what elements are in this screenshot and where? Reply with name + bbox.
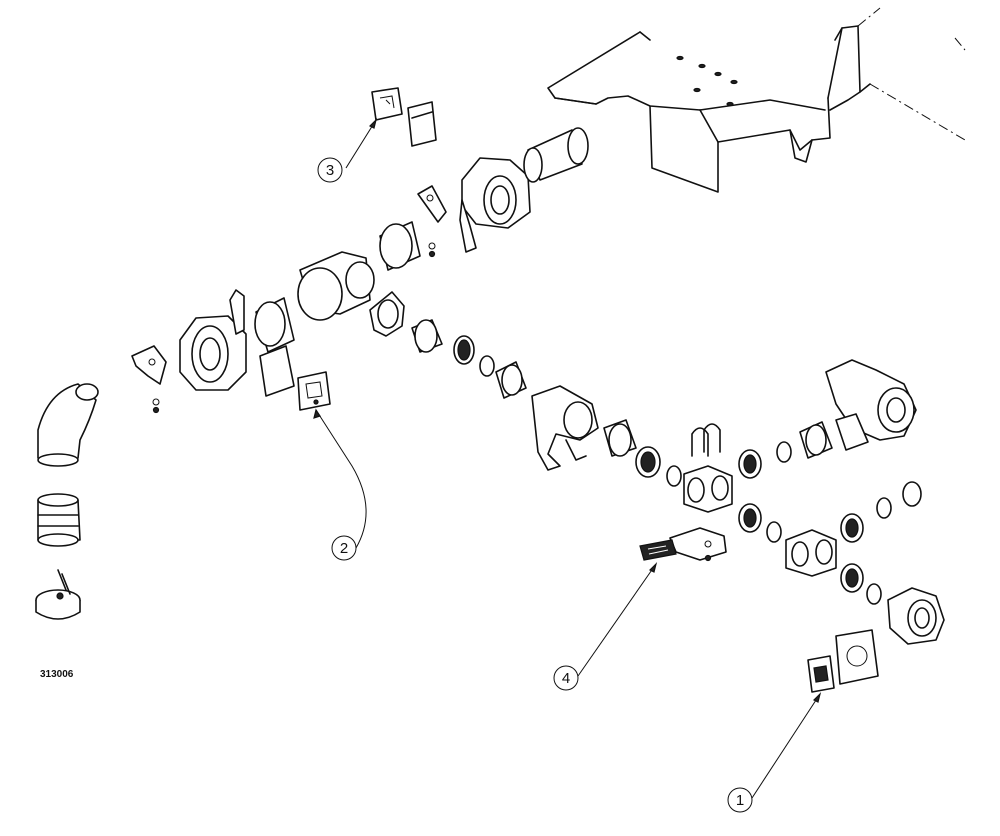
machine-frame <box>547 7 966 193</box>
pipe-saddle-upper <box>683 465 733 513</box>
hose-elbow <box>37 383 99 467</box>
camlock-coupling-4 <box>799 421 833 459</box>
decal-4 <box>639 539 677 561</box>
gasket-7 <box>866 583 882 605</box>
hose-clamp-4 <box>738 503 762 533</box>
callout-1-label: 1 <box>736 792 744 809</box>
mount-bracket-upper <box>417 185 447 223</box>
decal-3 <box>371 87 403 121</box>
mount-bracket-lower <box>669 527 727 562</box>
ball-valve-upper <box>459 157 531 253</box>
callout-4-group: 4 <box>553 562 658 691</box>
flange-plate <box>835 629 879 685</box>
valve-bracket-upper <box>407 101 437 147</box>
pipe-nipple <box>379 221 421 271</box>
gasket-4 <box>766 521 782 543</box>
decal-2 <box>297 371 331 411</box>
u-bolt <box>691 423 721 457</box>
callout-3-group: 3 <box>317 118 378 183</box>
hose-clamp-1 <box>453 335 475 365</box>
coupling-left <box>254 297 295 353</box>
callout-4-label: 4 <box>562 670 570 687</box>
hose-clamp-6 <box>840 563 864 593</box>
hose-clamp-left <box>35 569 81 620</box>
callout-1-group: 1 <box>727 692 822 813</box>
valve-body-right <box>825 359 917 451</box>
hose-clamp-5 <box>840 513 864 543</box>
gasket-6 <box>902 481 922 507</box>
gasket-5 <box>876 497 892 519</box>
flange-valve-lower <box>887 587 945 645</box>
hose-clamp-3 <box>738 449 762 479</box>
callout-1-circle <box>727 787 753 813</box>
gasket-1 <box>479 355 495 377</box>
callout-2-label: 2 <box>340 540 348 557</box>
figure-number: 313006 <box>40 669 74 680</box>
valve-bracket-left <box>259 345 295 397</box>
decal-1 <box>807 655 835 693</box>
gasket-2 <box>666 465 682 487</box>
y-strainer <box>531 385 599 471</box>
mount-bracket-left <box>131 345 167 385</box>
pipe-saddle-lower <box>785 529 837 577</box>
callout-2-group: 2 <box>313 408 367 561</box>
hose-clamp-2 <box>635 446 661 478</box>
reducer-bushing <box>369 291 405 337</box>
callout-3-circle <box>317 157 343 183</box>
callout-2-circle <box>331 535 357 561</box>
camlock-coupling-1 <box>411 319 443 353</box>
pipe-tee <box>297 251 375 321</box>
callout-4-circle <box>553 665 579 691</box>
rubber-coupler <box>37 493 81 547</box>
gasket-3 <box>776 441 792 463</box>
camlock-coupling-2 <box>495 361 527 399</box>
camlock-coupling-3 <box>603 419 637 457</box>
hose-adapter-upper <box>523 127 589 183</box>
callout-3-label: 3 <box>326 162 334 179</box>
nut-washer-upper <box>428 242 436 258</box>
nut-washer-left <box>152 398 160 414</box>
ball-valve-left <box>179 289 247 391</box>
